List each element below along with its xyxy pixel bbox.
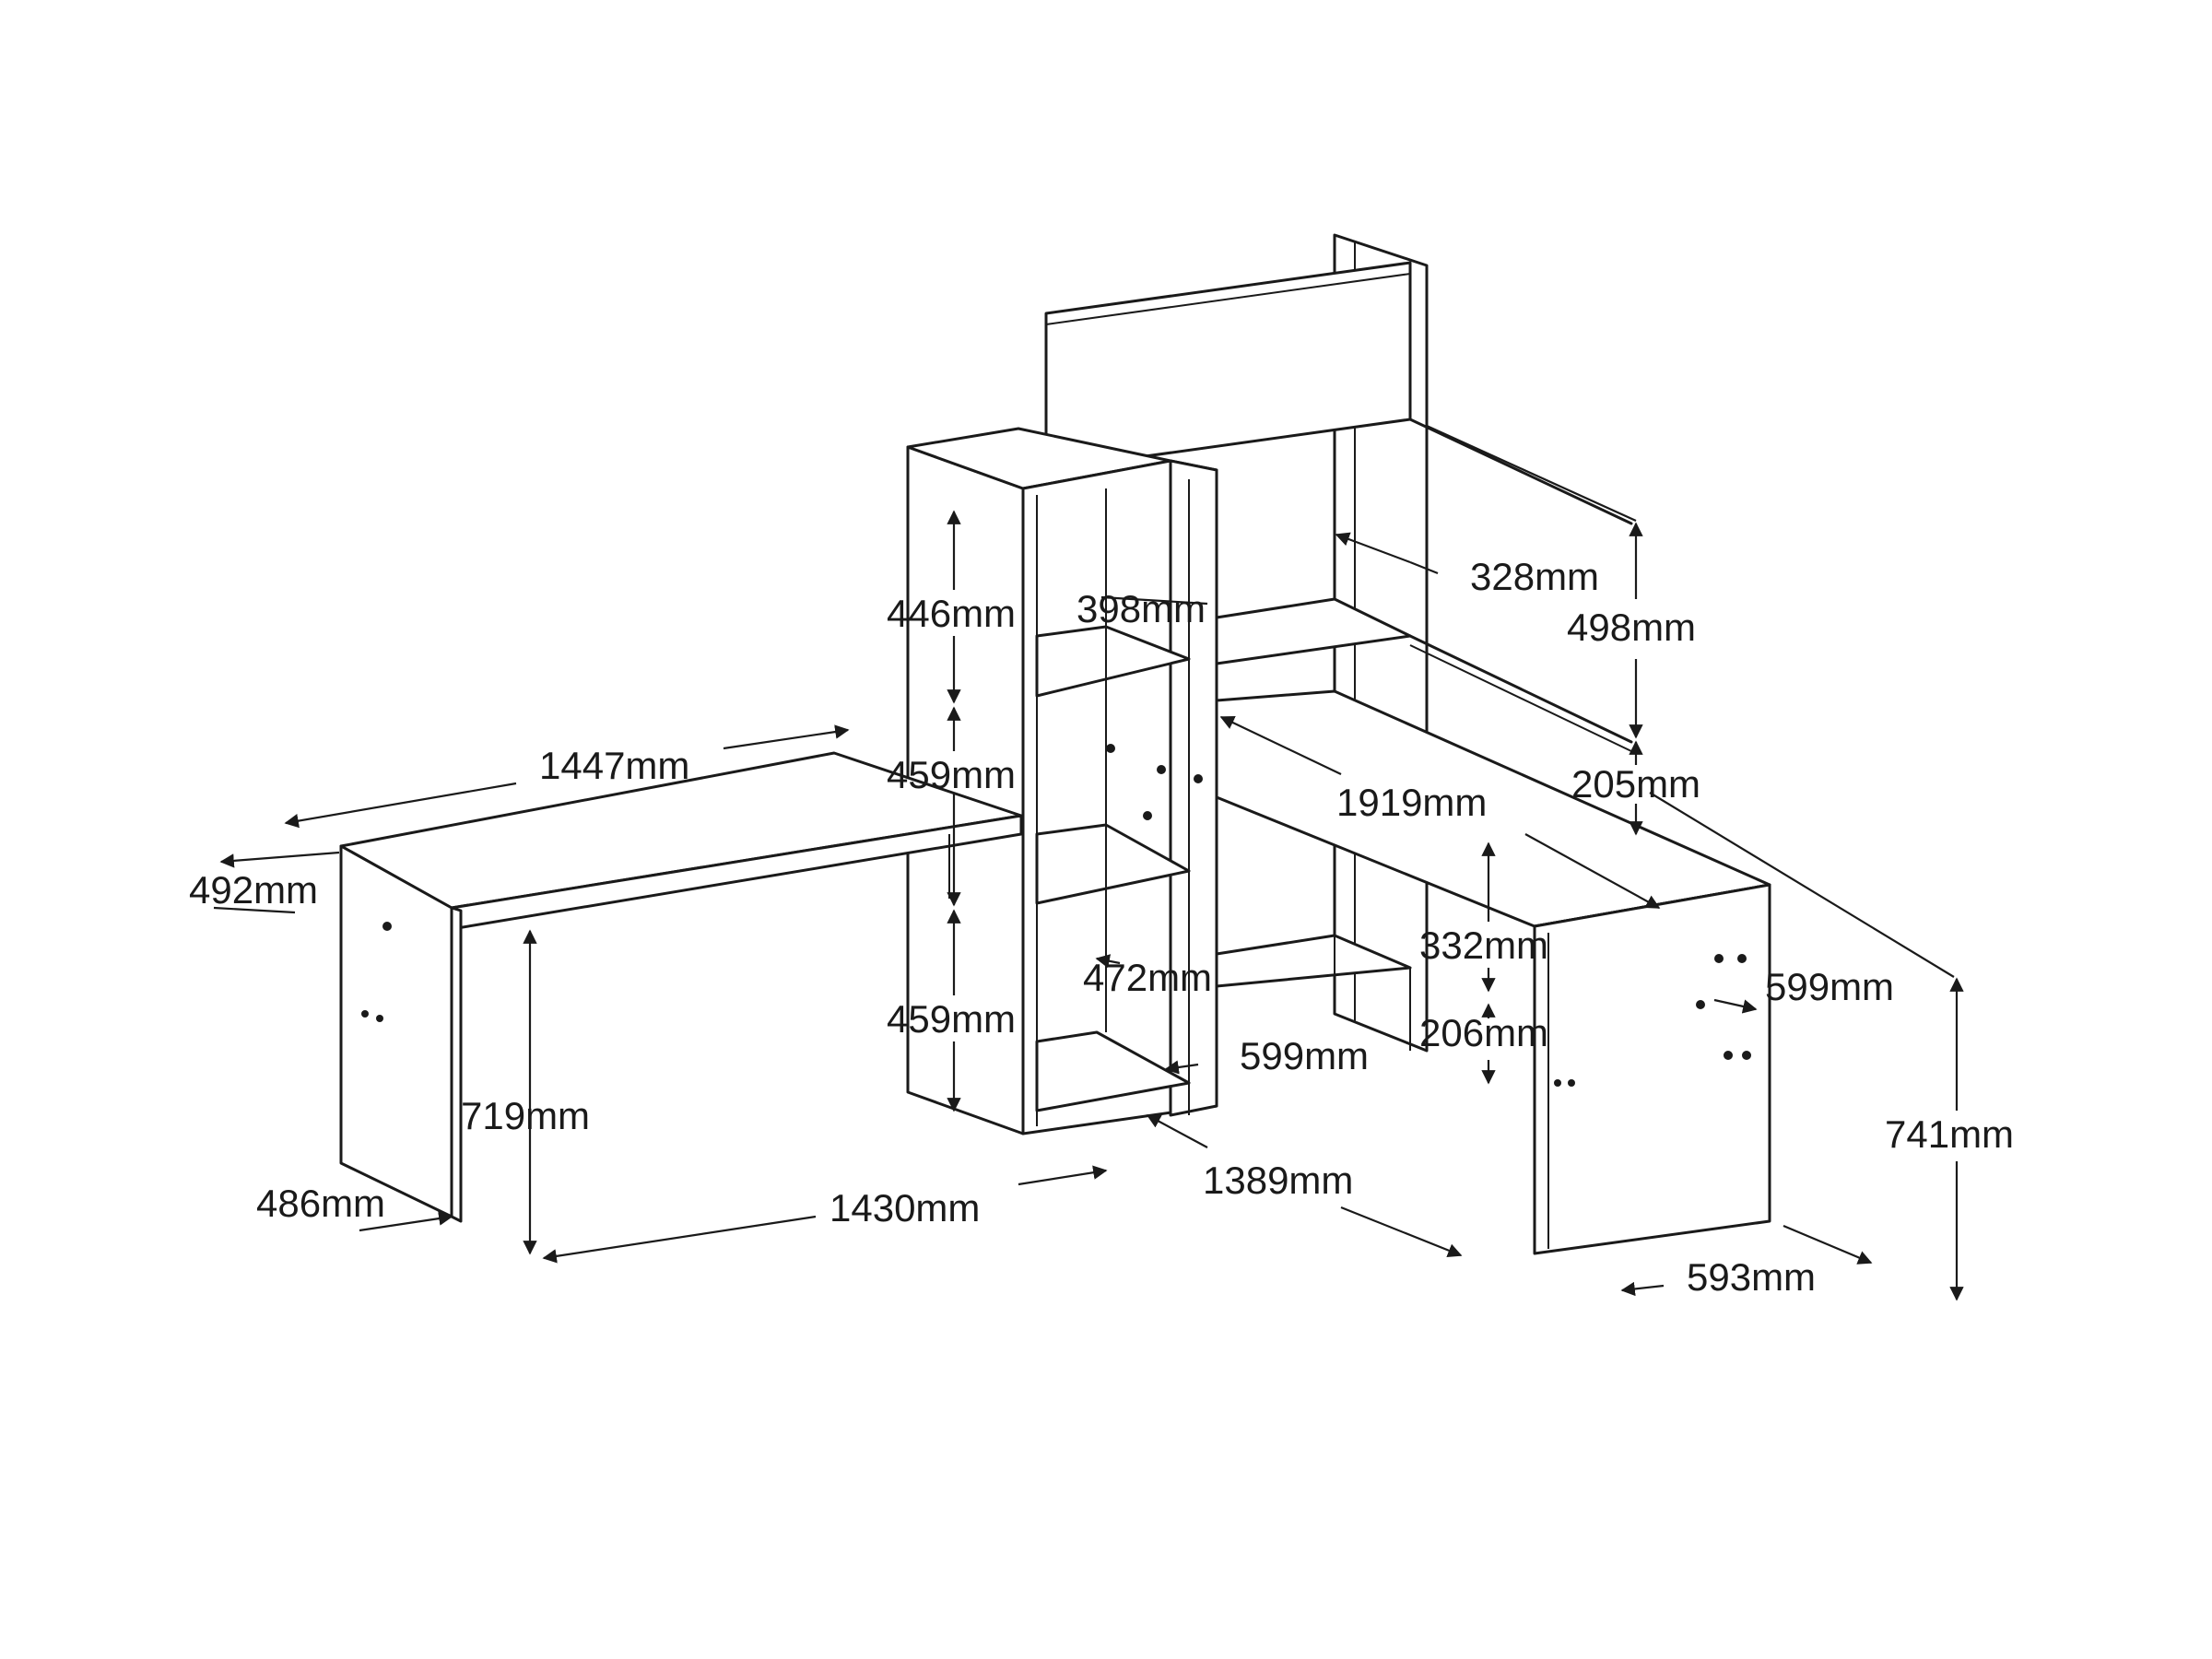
label-shelf-middle-height: 459mm [887, 753, 1016, 796]
label-hutch-gap: 205mm [1571, 762, 1700, 806]
dimension-labels: 1447mm 492mm 719mm 486mm 1430mm 446mm 45… [189, 555, 2014, 1299]
label-desk2-top-depth: 599mm [1765, 965, 1894, 1008]
label-hutch-height: 498mm [1567, 606, 1696, 649]
label-desk-base-width: 1430mm [830, 1186, 980, 1230]
label-desk2-top-width: 1919mm [1336, 781, 1487, 824]
label-desk-height: 719mm [461, 1094, 590, 1137]
label-desk-base-depth: 486mm [256, 1182, 385, 1225]
label-desk2-lower-shelf: 206mm [1419, 1011, 1548, 1054]
label-desk2-height: 741mm [1885, 1112, 2014, 1156]
right-desk-unit [1215, 689, 1771, 1255]
left-desk-unit [339, 751, 1023, 1223]
label-hutch-depth: 328mm [1470, 555, 1599, 598]
label-desk-top-width: 1447mm [539, 744, 689, 787]
label-shelf-width: 398mm [1077, 587, 1206, 630]
dimension-lines [213, 424, 1964, 1301]
label-shelf-compartment: 472mm [1083, 956, 1212, 999]
label-shelf-top-height: 446mm [887, 592, 1016, 635]
label-connector-length: 1389mm [1203, 1159, 1353, 1202]
label-desk2-base-depth: 593mm [1687, 1255, 1816, 1299]
label-shelf-depth: 599mm [1240, 1034, 1369, 1077]
label-shelf-bottom-height: 459mm [887, 997, 1016, 1041]
label-desk-top-depth: 492mm [189, 868, 318, 912]
label-desk2-upper-shelf: 332mm [1419, 924, 1548, 967]
bookcase-unit [906, 427, 1218, 1135]
